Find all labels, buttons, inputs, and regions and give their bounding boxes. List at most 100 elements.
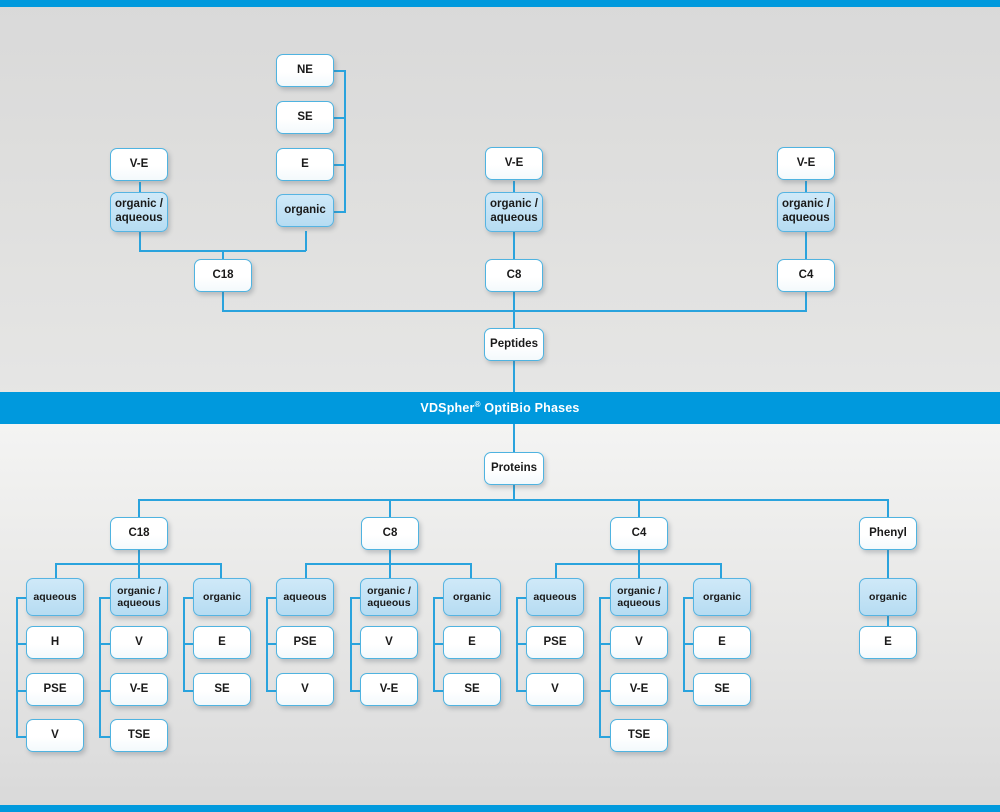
node-proteins-c4-oa-v[interactable]: V (610, 626, 668, 659)
connector-phenyl-to-organic (887, 549, 889, 578)
node-proteins-c18-mode-organic-aqueous[interactable]: organic / aqueous (110, 578, 168, 616)
node-proteins-phenyl-mode-organic[interactable]: organic (859, 578, 917, 616)
node-proteins-c4-mode-aqueous[interactable]: aqueous (526, 578, 584, 616)
connector-c4-to-peptide-bus (805, 291, 807, 311)
mode-label-line2: aqueous (367, 597, 411, 609)
node-proteins-c8-oa-ve[interactable]: V-E (360, 673, 418, 706)
node-proteins-c4-organic-se[interactable]: SE (693, 673, 751, 706)
node-proteins-phase-c4[interactable]: C4 (610, 517, 668, 550)
node-peptides-c4-ve[interactable]: V-E (777, 147, 835, 180)
connector-bus-to-pc4 (638, 499, 640, 519)
mode-label-line2: aqueous (115, 212, 163, 224)
mode-label-line1: organic / (617, 584, 661, 597)
banner-text: VDSpher® OptiBio Phases (420, 400, 579, 415)
node-proteins-c4-oa-tse[interactable]: TSE (610, 719, 668, 752)
node-proteins-phase-phenyl[interactable]: Phenyl (859, 517, 917, 550)
mode-label-line1: organic / (117, 584, 161, 597)
node-proteins-c4-organic-e[interactable]: E (693, 626, 751, 659)
node-proteins-c18-oa-v[interactable]: V (110, 626, 168, 659)
node-proteins-c8-mode-aqueous[interactable]: aqueous (276, 578, 334, 616)
connector-pc8-to-aqueous (305, 563, 307, 578)
node-peptides-phase-c8[interactable]: C8 (485, 259, 543, 292)
mode-label-line2: aqueous (782, 212, 830, 224)
banner-rest: OptiBio Phases (480, 401, 580, 416)
node-proteins-phenyl-organic-e[interactable]: E (859, 626, 917, 659)
node-proteins-c8-aqueous-pse[interactable]: PSE (276, 626, 334, 659)
node-proteins-c4-mode-organic[interactable]: organic (693, 578, 751, 616)
connector-se-to-bus (334, 117, 346, 119)
node-proteins-c8-aqueous-v[interactable]: V (276, 673, 334, 706)
node-proteins-c18-oa-tse[interactable]: TSE (110, 719, 168, 752)
connector-pc4-oa-bus (599, 597, 601, 737)
node-proteins-c18-aqueous-h[interactable]: H (26, 626, 84, 659)
node-proteins-c18-mode-aqueous[interactable]: aqueous (26, 578, 84, 616)
node-proteins-c8-oa-v[interactable]: V (360, 626, 418, 659)
node-proteins-c4-aqueous-v[interactable]: V (526, 673, 584, 706)
node-peptides-c18-mode-organic-aqueous[interactable]: organic / aqueous (110, 192, 168, 232)
node-peptides-c18-mode-organic[interactable]: organic (276, 194, 334, 227)
connector-bus-to-pc8 (389, 499, 391, 519)
top-accent-rule (0, 0, 1000, 7)
connector-pc4-to-aqueous (555, 563, 557, 578)
banner-brand: VDSpher (420, 401, 475, 416)
connector-pc18-oa-item-2 (99, 690, 114, 692)
connector-pc4-oa-head (599, 597, 614, 599)
node-proteins-c8-organic-se[interactable]: SE (443, 673, 501, 706)
connector-peptides-to-banner (513, 360, 515, 394)
connector-bus-to-phenyl (887, 499, 889, 519)
connector-pc18-to-organic (220, 563, 222, 578)
node-peptides-c18-organic-e[interactable]: E (276, 148, 334, 181)
connector-bus-to-peptides (513, 310, 515, 330)
node-proteins-c8-mode-organic-aqueous[interactable]: organic / aqueous (360, 578, 418, 616)
mode-label-line1: organic / (115, 198, 163, 211)
node-proteins-c8-mode-organic[interactable]: organic (443, 578, 501, 616)
node-proteins-c18-mode-organic[interactable]: organic (193, 578, 251, 616)
connector-pc18-to-aqueous (55, 563, 57, 578)
node-proteins-c18-aqueous-v[interactable]: V (26, 719, 84, 752)
node-proteins-c18-organic-se[interactable]: SE (193, 673, 251, 706)
mode-label-line1: organic / (490, 198, 538, 211)
node-proteins-c4-mode-organic-aqueous[interactable]: organic / aqueous (610, 578, 668, 616)
connector-c4-ve-to-oa (805, 181, 807, 192)
node-peptides-c8-mode-organic-aqueous[interactable]: organic / aqueous (485, 192, 543, 232)
node-peptides-c18-ve[interactable]: V-E (110, 148, 168, 181)
connector-pc18-oa-item-1 (99, 643, 114, 645)
connector-pc18-org-item-2 (183, 690, 198, 692)
connector-pc8-oa-item-1 (350, 643, 365, 645)
connector-proteins-down (513, 484, 515, 500)
node-peptides-c8-ve[interactable]: V-E (485, 147, 543, 180)
node-proteins-c8-organic-e[interactable]: E (443, 626, 501, 659)
mode-label-line2: aqueous (117, 597, 161, 609)
node-proteins-phase-c8[interactable]: C8 (361, 517, 419, 550)
node-peptides-c18-organic-ne[interactable]: NE (276, 54, 334, 87)
node-peptides-phase-c4[interactable]: C4 (777, 259, 835, 292)
node-proteins-phase-c18[interactable]: C18 (110, 517, 168, 550)
connector-c18-bus-to-node (222, 250, 224, 260)
node-proteins-c4-oa-ve[interactable]: V-E (610, 673, 668, 706)
connector-pc4-oa-item-1 (599, 643, 614, 645)
node-proteins-c18-organic-e[interactable]: E (193, 626, 251, 659)
node-proteins-c18-oa-ve[interactable]: V-E (110, 673, 168, 706)
node-peptides-c4-mode-organic-aqueous[interactable]: organic / aqueous (777, 192, 835, 232)
node-peptides-phase-c18[interactable]: C18 (194, 259, 252, 292)
node-peptides-c18-organic-se[interactable]: SE (276, 101, 334, 134)
connector-pc4-org-item-1 (683, 643, 698, 645)
node-proteins-c18-aqueous-pse[interactable]: PSE (26, 673, 84, 706)
connector-banner-to-proteins (513, 424, 515, 454)
connector-pc8-org-head (433, 597, 448, 599)
connector-pc8-mode-bus (305, 563, 471, 565)
banner-vdspher-optibio-phases: VDSpher® OptiBio Phases (0, 392, 1000, 424)
connector-pc4-oa-item-2 (599, 690, 614, 692)
connector-pc18-oa-head (99, 597, 114, 599)
connector-pc18-to-organic-aqueous (138, 563, 140, 578)
connector-pc8-oa-head (350, 597, 365, 599)
node-proteins-c4-aqueous-pse[interactable]: PSE (526, 626, 584, 659)
node-peptides-root[interactable]: Peptides (484, 328, 544, 361)
connector-pc8-aqueous-head (266, 597, 281, 599)
node-proteins-root[interactable]: Proteins (484, 452, 544, 485)
connector-pc8-org-item-2 (433, 690, 448, 692)
mode-label-line1: organic / (367, 584, 411, 597)
connector-pc8-oa-item-2 (350, 690, 365, 692)
connector-pc8-aqueous-item-2 (266, 690, 281, 692)
connector-pc18-down (138, 549, 140, 564)
